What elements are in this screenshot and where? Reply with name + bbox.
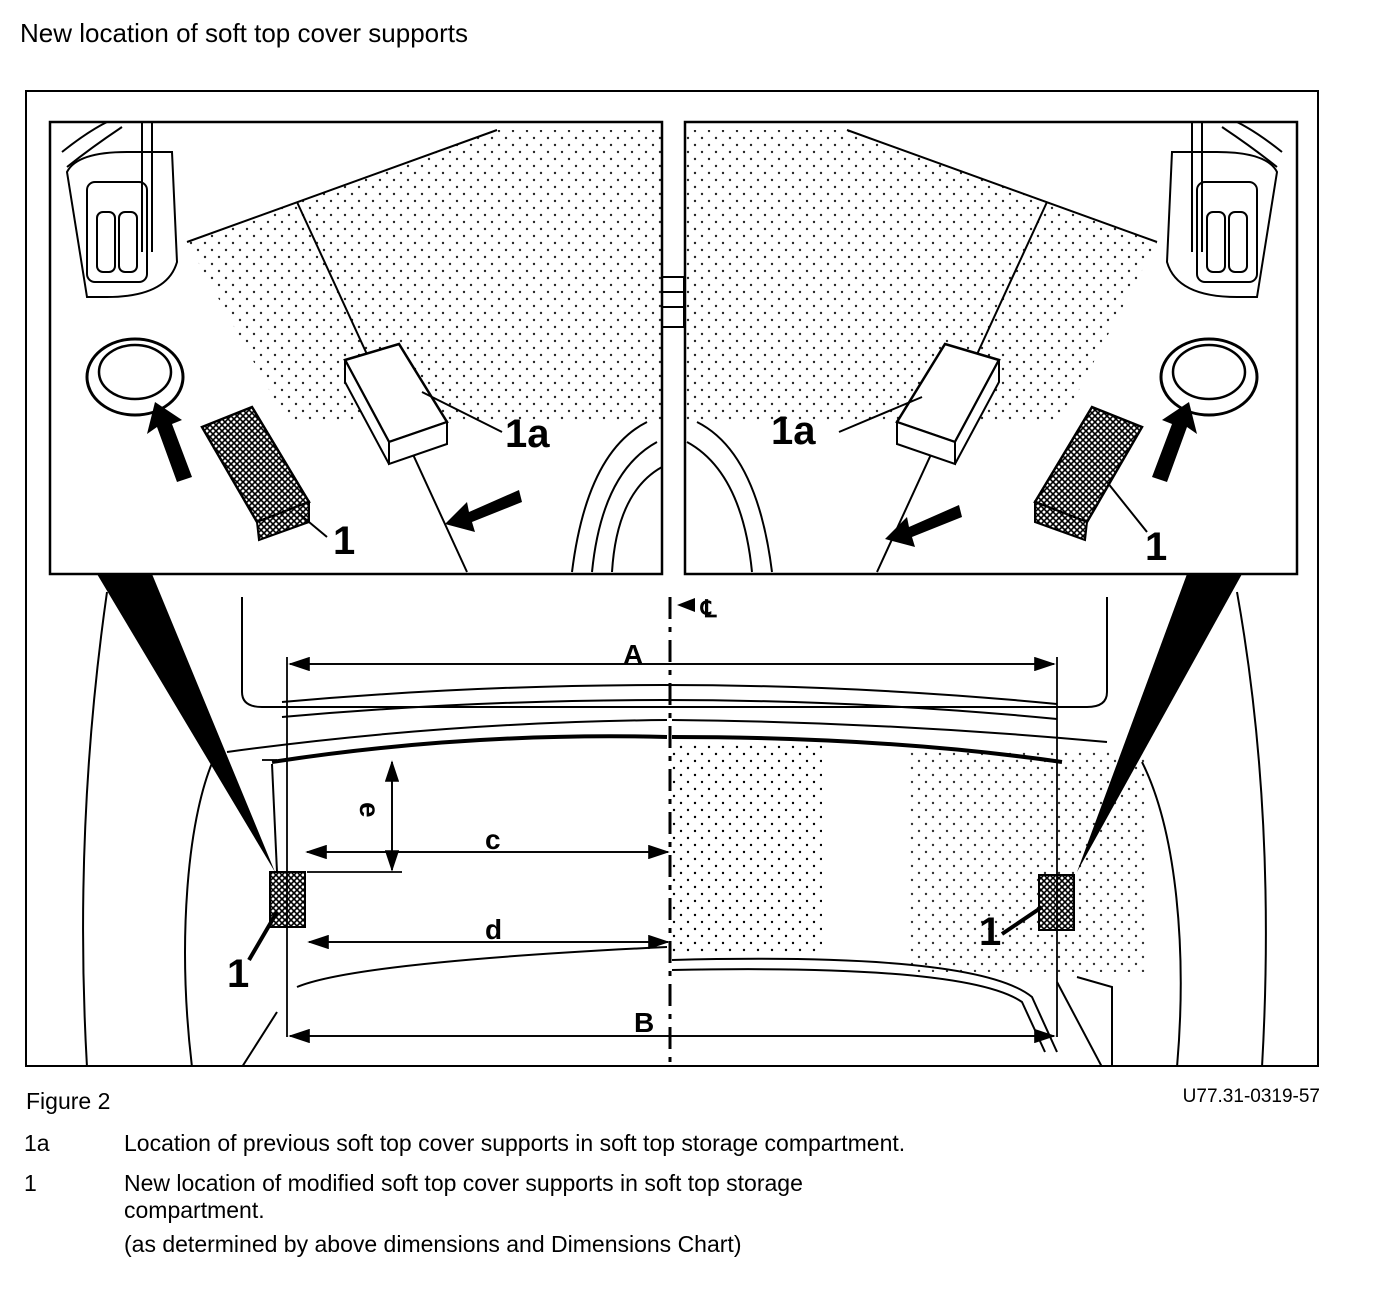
- callout-1-inset-left: 1: [333, 519, 355, 563]
- dim-label-d: d: [485, 914, 502, 945]
- callout-leader: [247, 910, 279, 962]
- callout-1a-left: 1a: [505, 412, 550, 456]
- callout-1-inset-right: 1: [1145, 525, 1167, 569]
- centerline-marker: [677, 598, 695, 612]
- textured-area: [672, 742, 822, 952]
- dim-label-B: B: [634, 1007, 654, 1038]
- dim-label-A: A: [623, 639, 643, 670]
- callout-1a-right: 1a: [771, 409, 816, 453]
- centerline-symbol: ℄: [700, 596, 717, 623]
- dimension-lines: [262, 656, 1058, 1044]
- legend-key: 1a: [24, 1130, 50, 1156]
- legend-text: Location of previous soft top cover supp…: [124, 1130, 906, 1156]
- callout-leader: [1000, 905, 1044, 936]
- diagram-frame: ℄ A B c d e 1: [25, 90, 1319, 1067]
- legend: 1a Location of previous soft top cover s…: [24, 1130, 924, 1258]
- leader-wedge-left: [97, 574, 275, 872]
- dim-label-e: e: [354, 802, 385, 818]
- inset-right: 1a 1: [683, 120, 1299, 576]
- textured-area: [907, 752, 1147, 972]
- legend-text: New location of modified soft top cover …: [124, 1170, 803, 1223]
- page-title: New location of soft top cover supports: [20, 18, 469, 48]
- leader-wedge-right: [1077, 574, 1242, 872]
- legend-note: (as determined by above dimensions and D…: [124, 1231, 742, 1257]
- callout-1-right: 1: [979, 910, 1001, 954]
- figure-code: U77.31-0319-57: [1182, 1086, 1320, 1107]
- figure-label: Figure 2: [26, 1088, 111, 1114]
- legend-item: 1 New location of modified soft top cove…: [24, 1170, 924, 1224]
- callout-1-left: 1: [227, 952, 249, 996]
- dim-label-c: c: [485, 824, 501, 855]
- technical-diagram: ℄ A B c d e 1: [48, 120, 1299, 1065]
- center-marker: [661, 276, 685, 328]
- legend-item: 1a Location of previous soft top cover s…: [24, 1130, 924, 1157]
- inset-left: 1a 1: [48, 120, 664, 576]
- legend-key: 1: [24, 1170, 37, 1196]
